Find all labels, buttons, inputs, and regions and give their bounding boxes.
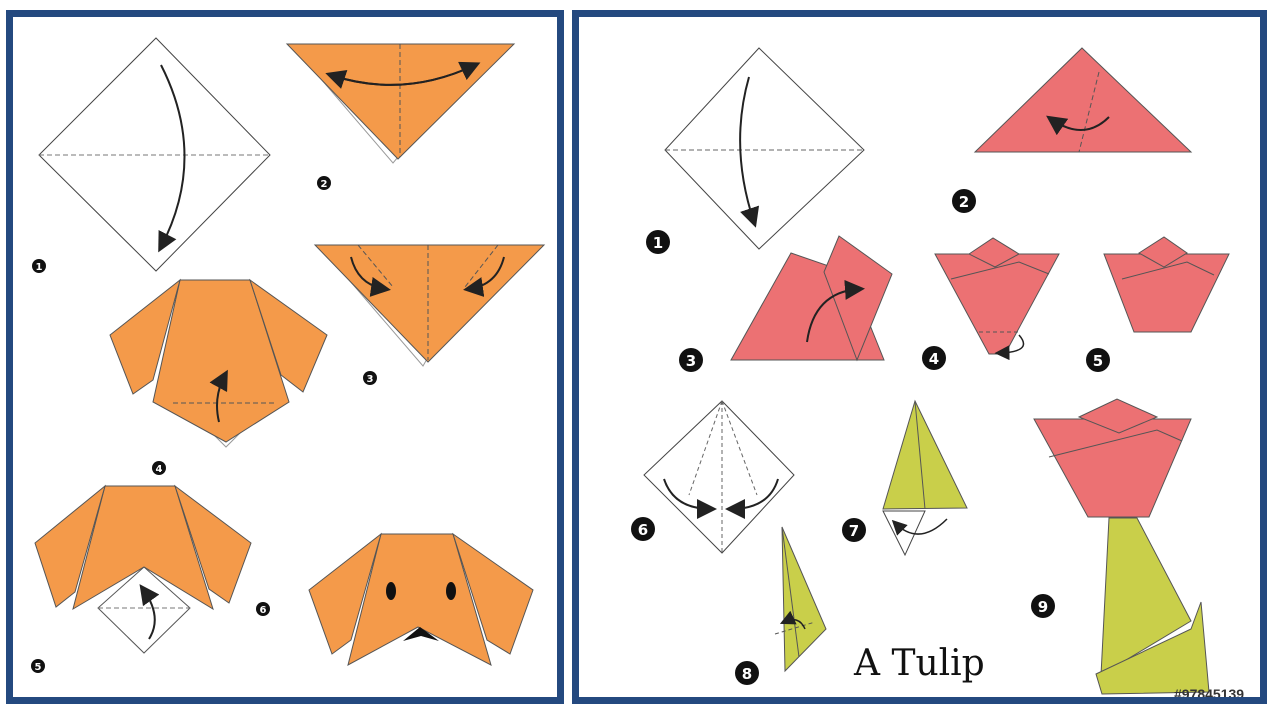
dog-final-face — [308, 532, 534, 666]
tulip-step-5-label: 5 — [1093, 352, 1103, 370]
dog-step-1-badge: 1 — [32, 259, 46, 273]
tulip-step-1-label: 1 — [653, 234, 663, 252]
tulip-step-4-fold — [934, 237, 1060, 361]
tulip-step-1-square — [664, 47, 865, 250]
dog-diagram: 1 2 3 — [31, 37, 546, 673]
dog-step-5-head — [34, 484, 252, 654]
dog-step-3-label: 3 — [367, 374, 374, 385]
dog-step-6-badge: 6 — [256, 602, 270, 616]
dog-step-3-triangle — [313, 244, 546, 367]
dog-step-2-triangle — [285, 43, 516, 164]
tulip-title: A Tulip — [853, 643, 985, 684]
tulip-step-7-badge: 7 — [842, 518, 866, 542]
tulip-step-9-label: 9 — [1038, 598, 1048, 616]
dog-step-6-label: 6 — [260, 605, 267, 616]
tulip-step-2-triangle — [973, 47, 1193, 153]
tulip-step-8-stem — [774, 526, 827, 673]
stock-id: #97845139 — [1174, 686, 1244, 702]
tulip-step-4-badge: 4 — [922, 346, 946, 370]
tulip-step-3-label: 3 — [686, 352, 696, 370]
dog-step-2-badge: 2 — [317, 176, 331, 190]
tulip-step-3-fold — [730, 235, 893, 362]
tulip-step-5-flower — [1103, 236, 1230, 333]
tulip-step-3-badge: 3 — [679, 348, 703, 372]
dog-step-2-label: 2 — [321, 179, 328, 190]
dog-left-eye — [386, 582, 396, 600]
tulip-step-6-badge: 6 — [631, 517, 655, 541]
dog-instructions-panel: 1 2 3 — [6, 10, 564, 704]
tulip-step-9-badge: 9 — [1031, 594, 1055, 618]
tulip-step-2-label: 2 — [959, 193, 969, 211]
tulip-step-2-badge: 2 — [952, 189, 976, 213]
tulip-step-1-badge: 1 — [646, 230, 670, 254]
tulip-step-7-kite — [882, 399, 968, 557]
dog-step-4-label: 4 — [156, 464, 163, 475]
dog-step-1-label: 1 — [36, 262, 43, 273]
tulip-diagram: Adobe Stock 1 2 3 — [631, 47, 1244, 702]
tulip-step-6-label: 6 — [638, 521, 648, 539]
tulip-instructions-panel: Adobe Stock 1 2 3 — [572, 10, 1267, 704]
tulip-step-7-label: 7 — [849, 522, 859, 540]
tulip-step-4-label: 4 — [929, 350, 939, 368]
dog-step-4-badge: 4 — [152, 461, 166, 475]
dog-step-5-badge: 5 — [31, 659, 45, 673]
tulip-step-5-badge: 5 — [1086, 348, 1110, 372]
dog-step-4-head — [109, 278, 328, 448]
dog-step-5-label: 5 — [35, 662, 42, 673]
tulip-step-8-badge: 8 — [735, 661, 759, 685]
tulip-final — [1033, 398, 1210, 695]
dog-step-1-square — [38, 37, 271, 272]
tulip-step-6-square — [643, 400, 795, 554]
tulip-step-8-label: 8 — [742, 665, 752, 683]
dog-right-eye — [446, 582, 456, 600]
dog-step-3-badge: 3 — [363, 371, 377, 385]
